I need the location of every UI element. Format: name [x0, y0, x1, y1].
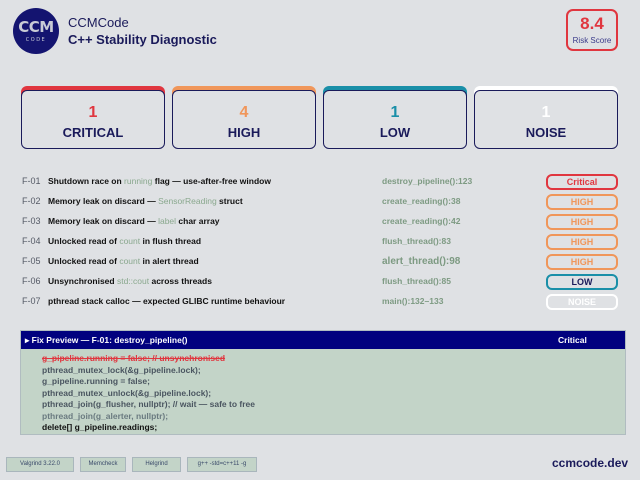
card-label: HIGH [227, 125, 261, 140]
code-line-added: pthread_join(g_flusher, nullptr); // wai… [42, 399, 255, 409]
severity-badge: HIGH [546, 214, 618, 230]
summary-card-critical[interactable]: 1 CRITICAL [21, 86, 165, 149]
finding-id: F-04 [22, 236, 41, 246]
code-line-added: pthread_mutex_lock(&g_pipeline.lock); [42, 364, 201, 375]
card-count: 1 [390, 104, 400, 121]
tag-helgrind: Helgrind [132, 457, 181, 472]
findings-list: F-01 Shutdown race on running flag — use… [22, 173, 622, 313]
finding-row[interactable]: F-03 Memory leak on discard — label char… [22, 213, 622, 233]
finding-description: Unlocked read of count in alert thread [48, 256, 199, 266]
finding-location: alert_thread():98 [382, 256, 461, 267]
code-line-added: pthread_mutex_unlock(&g_pipeline.lock); [42, 387, 212, 398]
summary-card-high[interactable]: 4 HIGH [172, 86, 316, 149]
finding-description: Unlocked read of count in flush thread [48, 236, 202, 246]
risk-score-value: 8.4 [580, 14, 604, 33]
finding-location: destroy_pipeline():123 [382, 176, 473, 186]
risk-score-badge: 8.4 Risk Score [566, 9, 618, 51]
finding-location: flush_thread():83 [382, 236, 451, 246]
card-count: 4 [239, 104, 249, 121]
tool-tags: Valgrind 3.22.0 Memcheck Helgrind g++ -s… [6, 457, 257, 472]
finding-row[interactable]: F-04 Unlocked read of count in flush thr… [22, 233, 622, 253]
severity-badge: HIGH [546, 194, 618, 210]
finding-id: F-01 [22, 176, 41, 186]
severity-badge: HIGH [546, 254, 618, 270]
fix-preview-panel: ▸ Fix Preview — F-01: destroy_pipeline()… [20, 330, 626, 435]
finding-description: Memory leak on discard — SensorReading s… [48, 196, 243, 206]
code-line-added: pthread_join(g_alerter, nullptr); [42, 410, 169, 421]
fix-preview-title: ▸ Fix Preview — F-01: destroy_pipeline() [25, 335, 188, 345]
finding-id: F-02 [22, 196, 41, 206]
brand-name: CCMCode [68, 15, 129, 30]
finding-description: pthread stack calloc — expected GLIBC ru… [48, 296, 286, 306]
tag-memcheck: Memcheck [80, 457, 126, 472]
card-label: LOW [379, 125, 411, 140]
finding-row[interactable]: F-06 Unsynchronised std::cout across thr… [22, 273, 622, 293]
code-line-context: delete[] g_pipeline.readings; [42, 422, 158, 432]
severity-summary: 1 CRITICAL 4 HIGH 1 LOW 1 NOISE [21, 86, 620, 149]
ccmcode-logo: CCM CODE [13, 8, 59, 54]
fix-code-block: g_pipeline.running = false; // unsynchro… [21, 349, 625, 434]
page-title: C++ Stability Diagnostic [68, 32, 217, 47]
severity-badge: Critical [546, 174, 618, 190]
summary-card-low[interactable]: 1 LOW [323, 86, 467, 149]
logo-text-bottom: CODE [25, 36, 47, 43]
finding-id: F-06 [22, 276, 41, 286]
code-line-removed: g_pipeline.running = false; // unsynchro… [42, 353, 226, 363]
risk-score-label: Risk Score [572, 36, 612, 45]
finding-location: create_reading():42 [382, 216, 461, 226]
site-link[interactable]: ccmcode.dev [552, 456, 629, 470]
tag-compiler-flags: g++ -std=c++11 -g [187, 457, 257, 472]
finding-location: create_reading():38 [382, 196, 461, 206]
fix-preview-header[interactable]: ▸ Fix Preview — F-01: destroy_pipeline()… [21, 331, 625, 349]
card-label: CRITICAL [62, 125, 124, 140]
summary-card-noise[interactable]: 1 NOISE [474, 86, 618, 149]
severity-badge: LOW [546, 274, 618, 290]
finding-id: F-05 [22, 256, 41, 266]
finding-id: F-03 [22, 216, 41, 226]
finding-row[interactable]: F-07 pthread stack calloc — expected GLI… [22, 293, 622, 313]
fix-preview-severity: Critical [558, 335, 587, 345]
card-count: 1 [88, 104, 98, 121]
finding-description: Unsynchronised std::cout across threads [48, 276, 212, 286]
tag-valgrind: Valgrind 3.22.0 [6, 457, 74, 472]
finding-location: main():132–133 [382, 296, 444, 306]
logo-text-top: CCM [18, 17, 54, 36]
severity-badge: HIGH [546, 234, 618, 250]
finding-row[interactable]: F-05 Unlocked read of count in alert thr… [22, 253, 622, 273]
card-label: NOISE [525, 125, 567, 140]
severity-badge: NOISE [546, 294, 618, 310]
finding-row[interactable]: F-01 Shutdown race on running flag — use… [22, 173, 622, 193]
finding-row[interactable]: F-02 Memory leak on discard — SensorRead… [22, 193, 622, 213]
finding-description: Memory leak on discard — label char arra… [48, 216, 220, 226]
finding-location: flush_thread():85 [382, 276, 451, 286]
code-line-added: g_pipeline.running = false; [42, 376, 150, 386]
card-count: 1 [541, 104, 551, 121]
finding-description: Shutdown race on running flag — use-afte… [48, 176, 271, 186]
finding-id: F-07 [22, 296, 41, 306]
